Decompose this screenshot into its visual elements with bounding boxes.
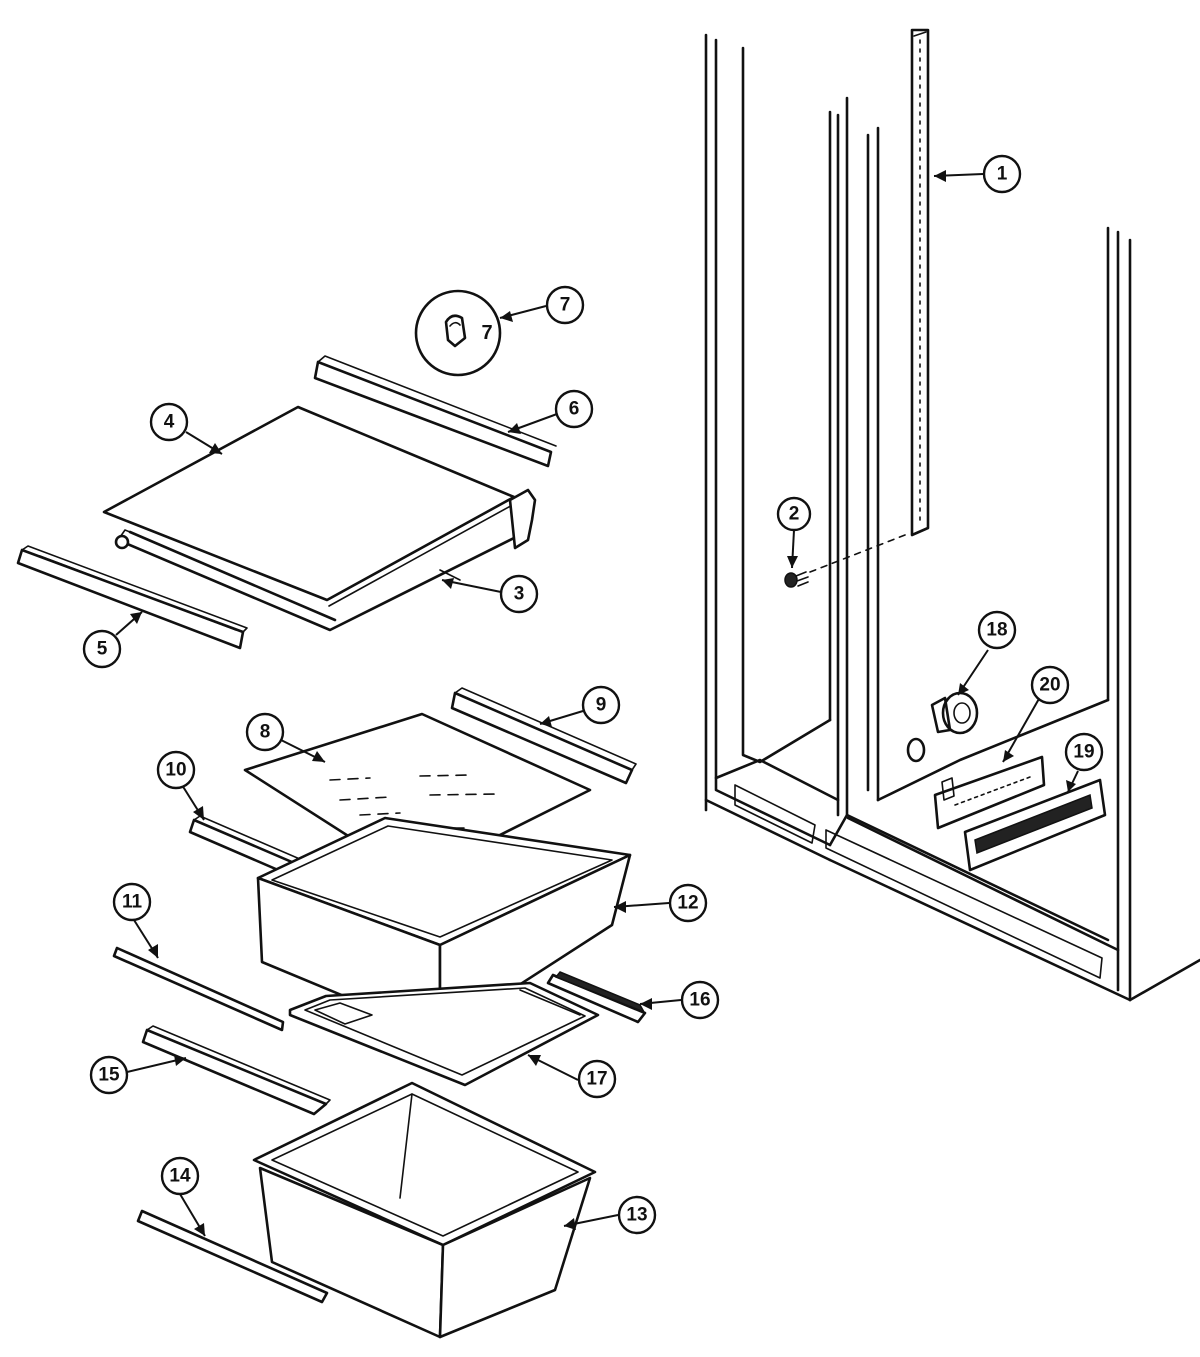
callout-17: 17 (577, 1059, 617, 1099)
callout-8-label: 8 (260, 722, 271, 743)
callout-3: 3 (499, 574, 539, 614)
callout-11: 11 (112, 882, 152, 922)
callout-14: 14 (160, 1156, 200, 1196)
callout-6-label: 6 (569, 399, 580, 420)
callout-arrowheads (130, 170, 1076, 1236)
callout-18-label: 18 (986, 620, 1007, 641)
callout-10: 10 (156, 750, 196, 790)
callout-15-label: 15 (98, 1065, 120, 1086)
crisper-cover-frame-part (288, 981, 600, 1087)
callout-3-label: 3 (514, 584, 525, 605)
callout-13-label: 13 (626, 1205, 647, 1226)
callout-8: 8 (245, 712, 285, 752)
callout-1-label: 1 (997, 164, 1008, 185)
callout-4-label: 4 (164, 412, 175, 433)
shelf-rear-trim-part (313, 355, 557, 468)
callout-5-label: 5 (97, 639, 108, 660)
clip-detail-label: 7 (481, 322, 492, 344)
clip-detail: 7 (414, 289, 502, 377)
shelf-front-trim-part (16, 545, 248, 650)
callout-12-label: 12 (677, 893, 698, 914)
drawer-rail-front-part (136, 1209, 329, 1304)
callout-12: 12 (668, 883, 708, 923)
callout-19-label: 19 (1073, 742, 1094, 763)
callout-7: 7 (545, 285, 585, 325)
callout-16-label: 16 (689, 990, 710, 1011)
callout-19: 19 (1064, 732, 1104, 772)
callout-16: 16 (680, 980, 720, 1020)
callout-18: 18 (977, 610, 1017, 650)
callout-6: 6 (554, 389, 594, 429)
callout-5: 5 (82, 629, 122, 669)
callout-7-label: 7 (560, 295, 571, 316)
callout-10-label: 10 (165, 760, 186, 781)
pan-rail-right-part (546, 971, 647, 1024)
shelf-ladder-part (910, 28, 930, 537)
shelf-frame-part (114, 488, 537, 632)
callout-14-label: 14 (169, 1166, 191, 1187)
callout-2: 2 (776, 496, 812, 532)
callout-4: 4 (149, 402, 189, 442)
drawer-rail-left-part (141, 1025, 331, 1116)
callout-15: 15 (89, 1055, 129, 1095)
crisper-drawer-part (252, 1081, 597, 1339)
control-panel-part (963, 778, 1107, 872)
callout-9: 9 (581, 685, 621, 725)
callout-11-label: 11 (122, 892, 143, 913)
control-housing-part (933, 755, 1046, 830)
callout-1: 1 (982, 154, 1022, 194)
control-knob-part (906, 691, 979, 763)
refrigerator-cabinet (704, 33, 1200, 1002)
pan-rail-left-part (112, 946, 285, 1032)
callout-2-label: 2 (789, 504, 800, 525)
callout-20: 20 (1030, 665, 1070, 705)
callout-9-label: 9 (596, 695, 607, 716)
callout-20-label: 20 (1039, 675, 1060, 696)
callout-17-label: 17 (586, 1069, 607, 1090)
callout-13: 13 (617, 1195, 657, 1235)
screw-part (784, 534, 906, 588)
